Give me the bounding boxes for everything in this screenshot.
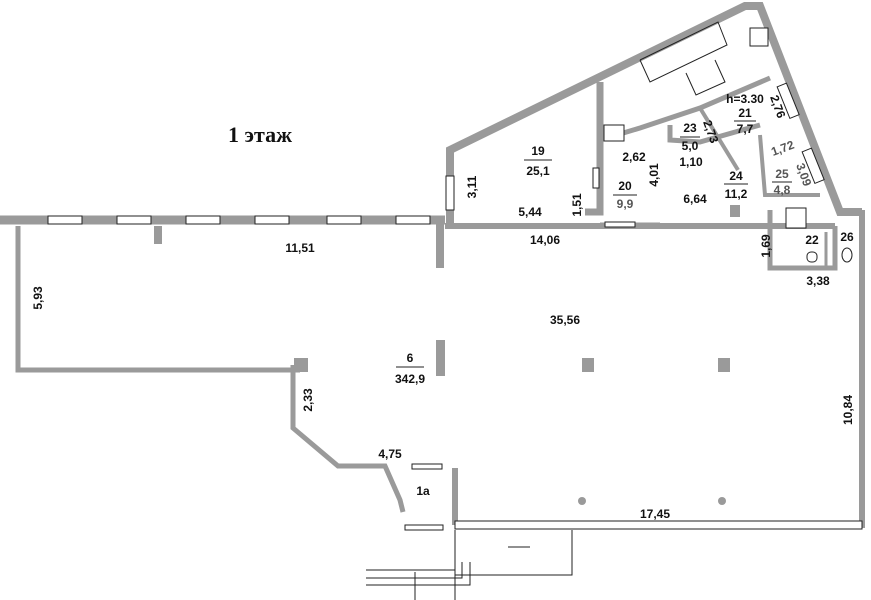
- room-number: 25: [775, 167, 789, 181]
- sink-icon: [806, 251, 818, 263]
- dimension: 2,62: [622, 150, 646, 164]
- dimension: 5,93: [31, 286, 45, 310]
- dimension: 2,33: [301, 388, 315, 412]
- room-area: 7,7: [737, 122, 754, 136]
- dimension: 3,11: [465, 175, 479, 198]
- walls: [0, 1, 865, 528]
- floor-title: 1 этаж: [228, 122, 292, 147]
- room-19: 19 25,1: [524, 144, 552, 178]
- room-24: 24 11,2: [724, 169, 748, 201]
- room-area: 25,1: [526, 164, 550, 178]
- room-1a-number: 1а: [416, 484, 430, 498]
- room-number: 23: [683, 121, 697, 135]
- dimension: 4,01: [647, 163, 661, 187]
- room-area: 5,0: [682, 139, 699, 153]
- room-area: 4,8: [774, 183, 791, 197]
- dimension: 10,84: [841, 395, 855, 425]
- room-23: 23 5,0: [680, 121, 700, 153]
- dimension: 14,06: [530, 233, 560, 247]
- room-area: 9,9: [617, 197, 634, 211]
- dimension: 6,64: [683, 192, 707, 206]
- room-25: 25 4,8: [772, 167, 792, 197]
- dimension: 1,51: [570, 193, 584, 217]
- room-number: 24: [729, 169, 743, 183]
- dimension: 1,10: [679, 155, 703, 169]
- room-6: 6 342,9: [395, 351, 425, 386]
- room-number: 19: [531, 144, 545, 158]
- room-22-number: 22: [805, 233, 819, 247]
- room-20: 20 9,9: [613, 179, 637, 211]
- dimension: 17,45: [640, 507, 670, 521]
- room-area: 342,9: [395, 372, 425, 386]
- room-26-number: 26: [840, 230, 854, 244]
- dimension: 1,69: [759, 234, 773, 258]
- dimension: 1,72: [769, 138, 796, 159]
- room-area: 11,2: [725, 187, 748, 201]
- room-number: 21: [738, 106, 752, 120]
- windows: [47, 27, 863, 531]
- ceiling-height: h=3.30: [726, 92, 764, 106]
- room-21: h=3.30 21 7,7: [726, 92, 764, 136]
- toilet-icon: [841, 247, 853, 263]
- dimension: 5,44: [518, 205, 542, 219]
- stairs: [366, 21, 728, 600]
- dimension: 3,38: [806, 274, 830, 288]
- room-number: 20: [618, 179, 632, 193]
- dimension: 4,75: [378, 447, 402, 461]
- room-number: 6: [407, 351, 414, 365]
- dimension: 11,51: [285, 241, 315, 255]
- dimension: 35,56: [550, 313, 580, 327]
- columns: [154, 205, 740, 505]
